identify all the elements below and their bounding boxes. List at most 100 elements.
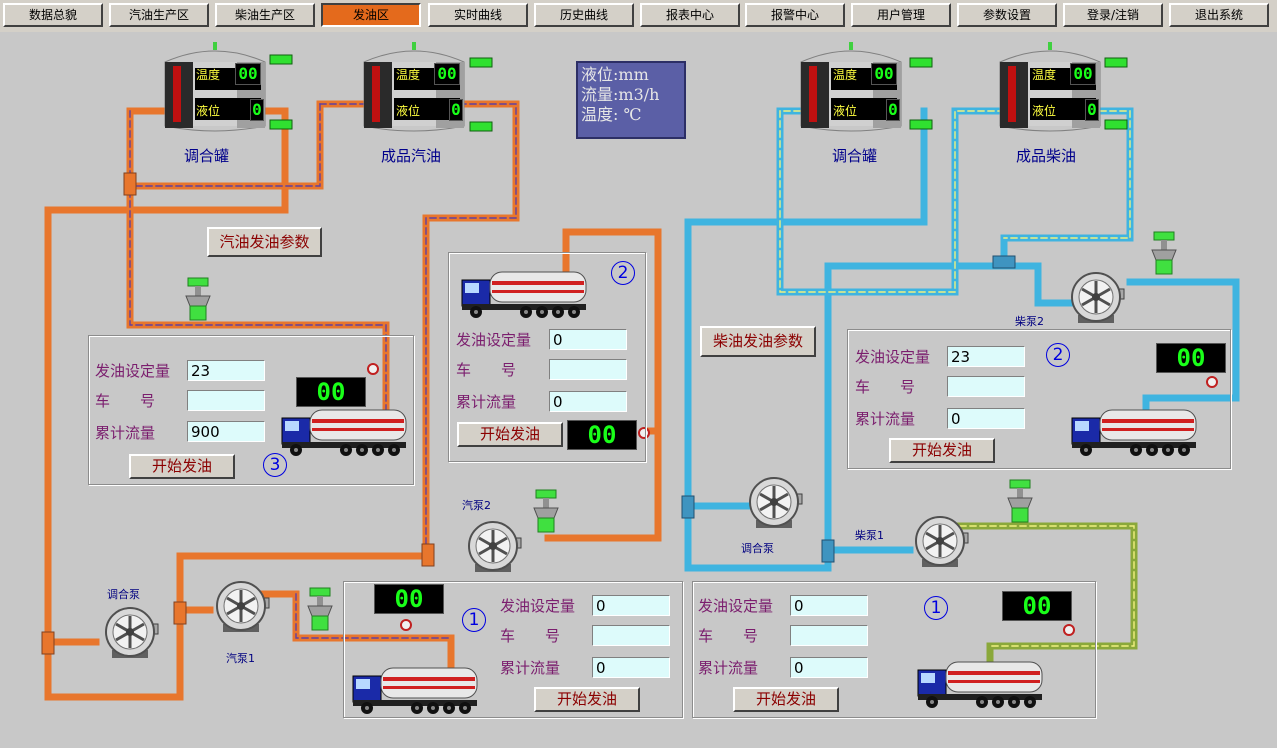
diesel-pump-2-label: 柴泵2 — [1015, 315, 1044, 328]
gasoline-station-2-panel — [448, 252, 646, 462]
station1-flow-field[interactable] — [592, 657, 670, 678]
station2-setpoint-label: 发油设定量 — [456, 331, 532, 349]
diesel-dispatch-params-button[interactable]: 柴油发油参数 — [700, 326, 816, 357]
gasoline-dispatch-params-button[interactable]: 汽油发油参数 — [207, 227, 322, 257]
diesel1-flow-label: 累计流量 — [698, 659, 759, 677]
station2-number: 2 — [611, 261, 635, 285]
tank2-level-value: 0 — [449, 99, 463, 121]
tank4-temp-value: 00 — [1070, 63, 1096, 85]
nav-realtime-curve[interactable]: 实时曲线 — [428, 3, 528, 27]
nav-login-logout[interactable]: 登录/注销 — [1063, 3, 1163, 27]
tank2-level-label: 液位 — [396, 104, 421, 118]
diesel1-car-field[interactable] — [790, 625, 868, 646]
diesel2-car-label: 车 号 — [855, 378, 916, 396]
tank1-temp-label: 温度 — [196, 68, 221, 82]
diesel-mix-pump-label: 调合泵 — [741, 542, 774, 555]
nav-gasoline-production[interactable]: 汽油生产区 — [109, 3, 209, 27]
nav-exit-system[interactable]: 退出系统 — [1169, 3, 1269, 27]
diesel2-flow-label: 累计流量 — [855, 410, 916, 428]
diesel2-flow-field[interactable] — [947, 408, 1025, 429]
diesel-pump-2 — [1070, 271, 1126, 325]
station1-car-field[interactable] — [592, 625, 670, 646]
tank2-temp-label: 温度 — [396, 68, 421, 82]
tank3-temp-label: 温度 — [833, 68, 858, 82]
station2-car-field[interactable] — [549, 359, 627, 380]
station3-number: 3 — [263, 453, 287, 477]
diesel2-setpoint-field[interactable] — [947, 346, 1025, 367]
tank1-level-value: 0 — [250, 99, 264, 121]
diesel2-setpoint-label: 发油设定量 — [855, 348, 931, 366]
gasoline-station-3-panel — [88, 335, 414, 485]
diesel1-setpoint-label: 发油设定量 — [698, 597, 774, 615]
diesel-mix-pump — [748, 476, 804, 530]
gasoline-pump-1-label: 汽泵1 — [226, 652, 255, 665]
tank4-temp-label: 温度 — [1032, 68, 1057, 82]
diesel2-start-button[interactable]: 开始发油 — [889, 438, 995, 463]
nav-report-center[interactable]: 报表中心 — [640, 3, 740, 27]
diesel1-counter-display: 00 — [1002, 591, 1072, 621]
nav-parameter-settings[interactable]: 参数设置 — [957, 3, 1057, 27]
nav-user-management[interactable]: 用户管理 — [851, 3, 951, 27]
station2-flow-field[interactable] — [549, 391, 627, 412]
station3-car-field[interactable] — [187, 390, 265, 411]
diesel-station-1-panel — [692, 581, 1096, 718]
diesel2-counter-display: 00 — [1156, 343, 1226, 373]
station1-car-label: 车 号 — [500, 627, 561, 645]
tank4-level-value: 0 — [1085, 99, 1099, 121]
station3-setpoint-label: 发油设定量 — [95, 362, 171, 380]
tank3-label: 调合罐 — [832, 147, 878, 165]
tank3-level-label: 液位 — [833, 104, 858, 118]
diesel1-number: 1 — [924, 596, 948, 620]
station3-start-button[interactable]: 开始发油 — [129, 454, 235, 479]
diesel1-start-button[interactable]: 开始发油 — [733, 687, 839, 712]
station1-setpoint-label: 发油设定量 — [500, 597, 576, 615]
nav-dispatch-area[interactable]: 发油区 — [321, 3, 421, 27]
gasoline-pump-2 — [467, 520, 523, 574]
tank2-label: 成品汽油 — [381, 147, 442, 165]
nav-diesel-production[interactable]: 柴油生产区 — [215, 3, 315, 27]
gasoline-valve-1 — [307, 587, 333, 631]
tank2-temp-value: 00 — [434, 63, 460, 85]
units-legend: 液位:mm 流量:m3/h 温度: ℃ — [576, 61, 686, 139]
station3-flow-label: 累计流量 — [95, 424, 156, 442]
nav-history-curve[interactable]: 历史曲线 — [534, 3, 634, 27]
station3-counter-display: 00 — [296, 377, 366, 407]
nav-data-overview[interactable]: 数据总貌 — [3, 3, 103, 27]
top-navigation-bar: 数据总貌 汽油生产区 柴油生产区 发油区 实时曲线 历史曲线 报表中心 报警中心… — [0, 0, 1277, 32]
gasoline-station-1-panel — [343, 581, 683, 718]
gasoline-pump-1 — [215, 580, 271, 634]
station1-number: 1 — [462, 608, 486, 632]
gasoline-pump-2-label: 汽泵2 — [462, 499, 491, 512]
diesel1-setpoint-field[interactable] — [790, 595, 868, 616]
station1-flow-label: 累计流量 — [500, 659, 561, 677]
diesel2-number: 2 — [1046, 343, 1070, 367]
station2-setpoint-field[interactable] — [549, 329, 627, 350]
tank4-label: 成品柴油 — [1016, 147, 1077, 165]
station2-car-label: 车 号 — [456, 361, 517, 379]
diesel1-flow-field[interactable] — [790, 657, 868, 678]
diesel1-car-label: 车 号 — [698, 627, 759, 645]
station2-start-button[interactable]: 开始发油 — [457, 422, 563, 447]
station3-flow-field[interactable] — [187, 421, 265, 442]
station3-car-label: 车 号 — [95, 392, 156, 410]
diesel-station-2-panel — [847, 329, 1231, 469]
station3-setpoint-field[interactable] — [187, 360, 265, 381]
diesel-valve-1 — [1007, 479, 1033, 523]
diesel2-car-field[interactable] — [947, 376, 1025, 397]
tank3-temp-value: 00 — [871, 63, 897, 85]
gasoline-valve-3 — [185, 277, 211, 321]
legend-level: 液位:mm — [581, 65, 649, 84]
tank1-level-label: 液位 — [196, 104, 221, 118]
tank3-level-value: 0 — [886, 99, 900, 121]
diesel-valve-2 — [1151, 231, 1177, 275]
legend-temp: 温度: ℃ — [581, 105, 642, 124]
gasoline-valve-2 — [533, 489, 559, 533]
nav-alarm-center[interactable]: 报警中心 — [745, 3, 845, 27]
station2-flow-label: 累计流量 — [456, 393, 517, 411]
station2-counter-display: 00 — [567, 420, 637, 450]
station1-start-button[interactable]: 开始发油 — [534, 687, 640, 712]
station1-setpoint-field[interactable] — [592, 595, 670, 616]
tank4-level-label: 液位 — [1032, 104, 1057, 118]
tank1-label: 调合罐 — [184, 147, 230, 165]
